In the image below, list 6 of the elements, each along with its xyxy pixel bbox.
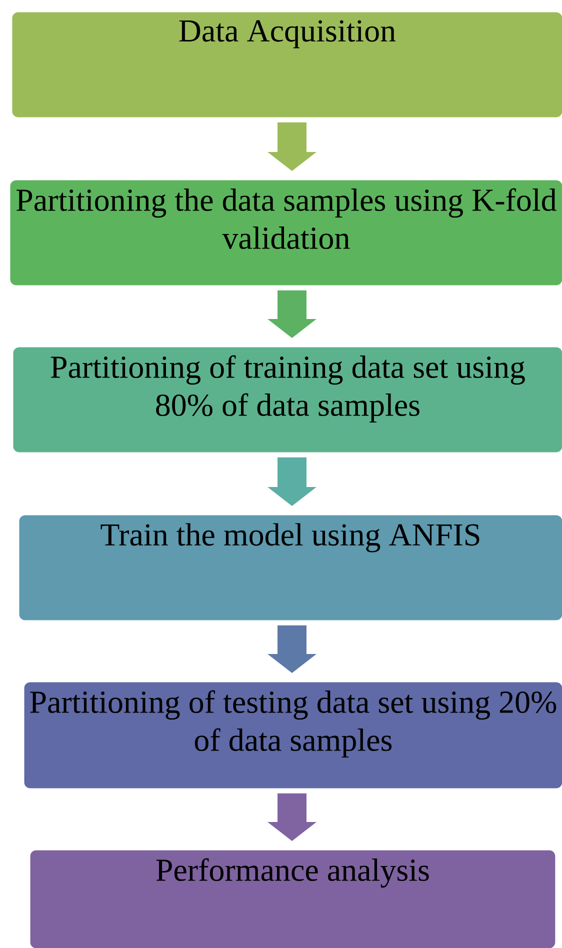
process-box: Performance analysis (30, 850, 556, 948)
process-box: Partitioning the data samples using K-fold validation (10, 180, 562, 286)
process-box: Partitioning of training data set using 80% of data samples (13, 347, 562, 452)
process-box: Partitioning of testing data set using 20% of data samples (24, 682, 562, 788)
process-box: Train the model using ANFIS (19, 515, 562, 620)
process-box: Data Acquisition (12, 12, 562, 118)
